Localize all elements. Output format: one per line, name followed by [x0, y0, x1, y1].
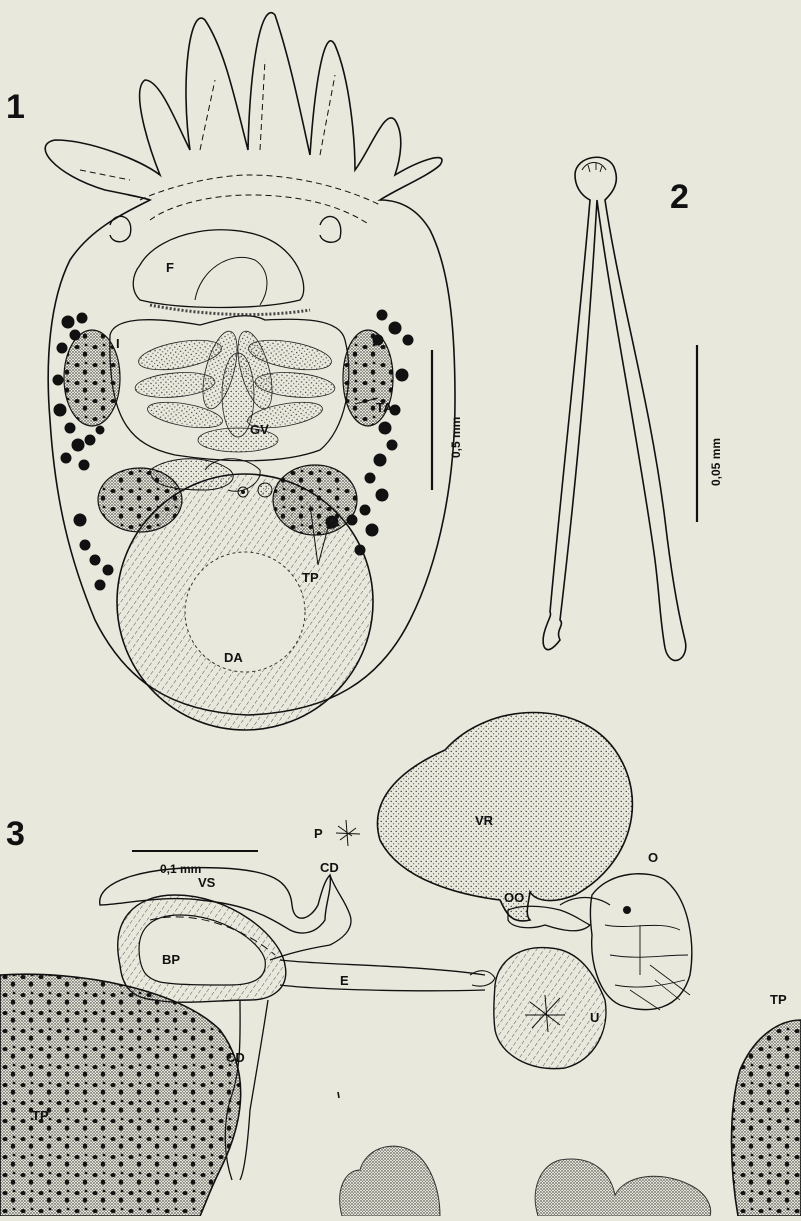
- label-cd-bottom: CD: [226, 1050, 245, 1065]
- label-tp-right: TP: [770, 992, 787, 1007]
- label-gv: GV: [250, 422, 269, 437]
- label-f: F: [166, 260, 174, 275]
- figure-2: [543, 157, 697, 660]
- adhesive-disc: [117, 474, 373, 730]
- label-tp: TP: [302, 570, 319, 585]
- label-oo: OO: [504, 890, 524, 905]
- label-tp-left: TP: [32, 1108, 49, 1123]
- scale-label-fig2: 0,05 mm: [709, 438, 723, 486]
- scale-label-fig3: 0,1 mm: [160, 862, 201, 876]
- label-vs: VS: [198, 875, 216, 890]
- label-o: O: [648, 850, 658, 865]
- bulbus-penis: [118, 895, 286, 1002]
- label-bp: BP: [162, 952, 180, 967]
- hook-structure: [543, 157, 686, 660]
- figure-1-number: 1: [6, 88, 25, 126]
- ovary: [591, 874, 692, 1010]
- figure-2-number: 2: [670, 178, 689, 216]
- label-da: DA: [224, 650, 243, 665]
- figure-1: [45, 13, 455, 730]
- label-i: I: [116, 336, 120, 351]
- gastrovascular-lobes: [134, 328, 336, 452]
- scale-label-fig1: 0,5 mm: [449, 417, 463, 458]
- testis-left: [0, 974, 241, 1216]
- label-e: E: [340, 973, 349, 988]
- figure-3: [0, 713, 801, 1217]
- label-ta: TA: [376, 400, 393, 415]
- label-p: P: [314, 826, 323, 841]
- label-vr: VR: [475, 813, 494, 828]
- label-cd-top: CD: [320, 860, 339, 875]
- figure-3-number: 3: [6, 815, 25, 853]
- testis-right: [732, 1020, 801, 1216]
- label-u: U: [590, 1010, 599, 1025]
- pharynx: [133, 230, 304, 308]
